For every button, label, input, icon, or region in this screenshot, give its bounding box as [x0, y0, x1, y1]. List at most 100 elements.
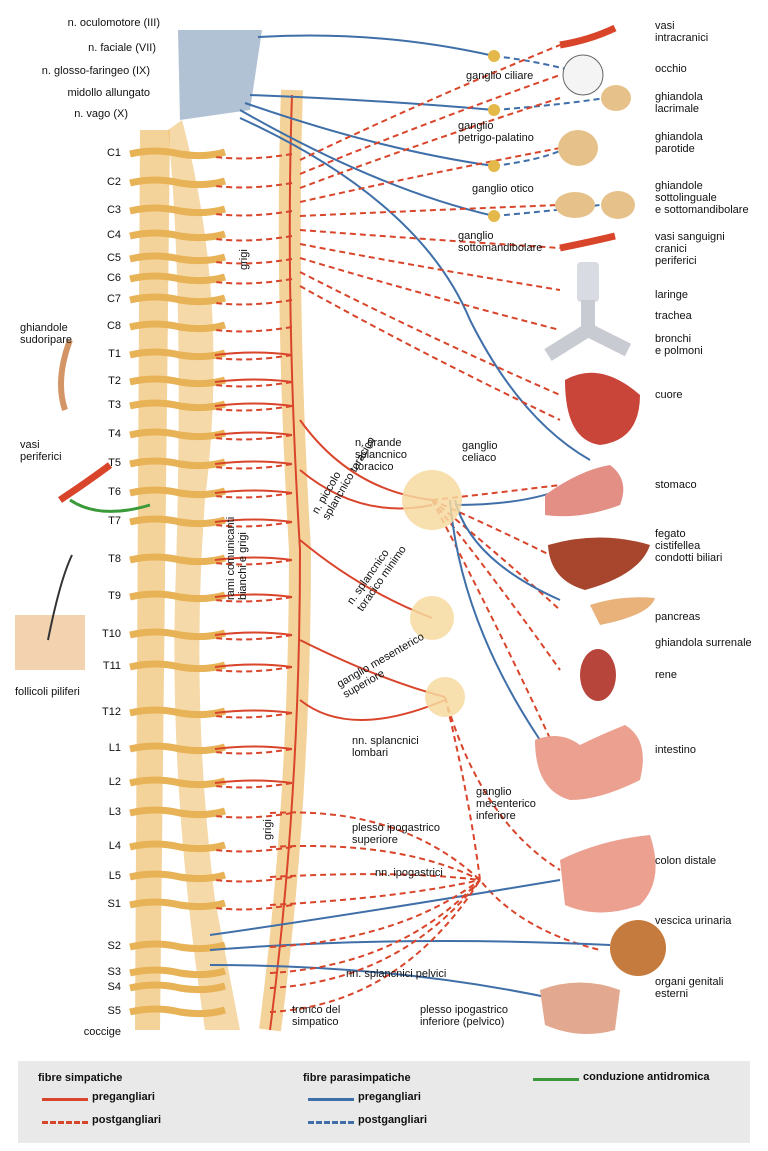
postganglionic-fiber	[214, 596, 293, 603]
postganglionic-fiber	[214, 258, 293, 265]
segment-label-c8: C8	[106, 320, 121, 332]
spinal-root	[129, 176, 227, 189]
label-ganglio-petrigo: ganglio petrigo-palatino	[458, 120, 534, 144]
legend-para-pre-line	[308, 1098, 354, 1101]
postganglionic-fiber	[299, 44, 561, 161]
preganglionic-fiber	[249, 94, 495, 111]
preganglionic-fiber	[214, 489, 293, 494]
postganglionic-fiber	[299, 271, 561, 396]
organ-label-13: ghiandola surrenale	[655, 637, 752, 649]
label-rami: rami comunicanti bianchi e grigi	[225, 516, 249, 600]
postganglionic-fiber	[214, 405, 293, 412]
preganglionic-fiber	[209, 940, 611, 951]
segment-label-s1: S1	[107, 898, 121, 910]
segment-label-t2: T2	[108, 375, 121, 387]
organ-label-12: pancreas	[655, 611, 701, 623]
postganglionic-fiber	[299, 229, 561, 249]
postganglionic-fiber	[299, 97, 561, 189]
segment-label-c1: C1	[106, 147, 121, 159]
spinal-root	[129, 486, 227, 499]
sweat-gland	[58, 338, 73, 411]
stomach	[545, 465, 624, 517]
postganglionic-fiber	[431, 499, 561, 761]
pancreas	[590, 597, 655, 625]
spinal-root	[129, 1005, 227, 1018]
preganglionic-fiber	[269, 94, 302, 1031]
sublingual-gland	[555, 192, 595, 218]
spinal-root	[129, 628, 227, 641]
organ-label-4: ghiandole sottolinguale e sottomandibola…	[655, 180, 749, 216]
label-follicoli: follicoli piliferi	[15, 686, 80, 698]
postganglionic-fiber	[431, 499, 561, 611]
segment-label-t9: T9	[108, 590, 121, 602]
legend: fibre simpatiche pregangliari postgangli…	[18, 1061, 750, 1143]
segment-label-s2: S2	[107, 940, 121, 952]
preganglionic-fiber	[454, 499, 561, 601]
postganglionic-fiber	[214, 354, 293, 361]
legend-para-post: postgangliari	[358, 1114, 428, 1126]
legend-simp-post-line	[42, 1121, 88, 1124]
preganglionic-fiber	[214, 431, 293, 436]
segment-label-l4: L4	[108, 840, 121, 852]
postganglionic-fiber	[214, 634, 293, 641]
postganglionic-fiber	[269, 879, 481, 906]
segment-label-c4: C4	[106, 229, 121, 241]
segment-label-c6: C6	[106, 272, 121, 284]
postganglionic-fiber	[214, 492, 293, 499]
organ-label-10: stomaco	[655, 479, 697, 491]
organ-label-1: occhio	[655, 63, 687, 75]
genitals	[540, 982, 620, 1034]
spinal-root	[129, 706, 227, 719]
spinal-root	[129, 293, 227, 306]
cranial-vessel	[559, 232, 616, 252]
label-vasi-periferici: vasi periferici	[20, 439, 62, 463]
spinal-root	[129, 147, 227, 160]
postganglionic-fiber	[214, 712, 293, 719]
spinal-root	[129, 981, 227, 994]
postganglionic-fiber	[299, 204, 561, 217]
spinal-cord	[168, 120, 240, 1030]
preganglionic-fiber	[214, 378, 293, 383]
pterygopalatine-ganglion	[488, 104, 500, 116]
postganglionic-fiber	[299, 285, 561, 421]
heart	[565, 372, 640, 445]
label-ganglio-celiaco: ganglio celiaco	[462, 440, 498, 464]
preganglionic-fiber	[214, 518, 293, 523]
preganglionic-fiber	[214, 631, 293, 636]
spinal-root	[129, 320, 227, 333]
postganglionic-fiber	[214, 463, 293, 470]
label-ganglio-otico: ganglio otico	[472, 183, 534, 195]
label-ipogastrici: nn. ipogastrici	[375, 867, 443, 879]
segment-label-s3: S3	[107, 966, 121, 978]
organ-label-16: colon distale	[655, 855, 717, 867]
spinal-root	[129, 660, 227, 673]
submandibular-gland	[601, 191, 635, 219]
label-sudoripare: ghiandole sudoripare	[20, 322, 72, 346]
preganglionic-fiber	[239, 117, 591, 461]
eye	[562, 54, 604, 96]
postganglionic-fiber	[214, 153, 293, 160]
postganglionic-fiber	[214, 521, 293, 528]
postganglionic-fiber	[214, 299, 293, 306]
vertebral-column	[135, 130, 170, 1030]
organ-label-5: vasi sanguigni cranici periferici	[655, 231, 725, 267]
organ-label-11: fegato cistifellea condotti biliari	[655, 528, 723, 564]
postganglionic-fiber	[214, 812, 293, 819]
postganglionic-fiber	[214, 782, 293, 789]
preganglionic-fiber	[209, 964, 561, 1001]
preganglionic-fiber	[214, 779, 293, 784]
postganglionic-fiber	[493, 97, 606, 111]
segment-label-s5: S5	[107, 1005, 121, 1017]
postganglionic-fiber	[299, 257, 561, 331]
spinal-root	[129, 742, 227, 755]
postganglionic-fiber	[214, 434, 293, 441]
postganglionic-fiber	[214, 666, 293, 673]
preganglionic-fiber	[214, 351, 293, 356]
segment-label-coccige: coccige	[83, 1026, 121, 1038]
spinal-root	[129, 457, 227, 470]
segment-label-t6: T6	[108, 486, 121, 498]
organ-label-9: cuore	[655, 389, 683, 401]
segment-label-t1: T1	[108, 348, 121, 360]
segment-label-t4: T4	[108, 428, 121, 440]
